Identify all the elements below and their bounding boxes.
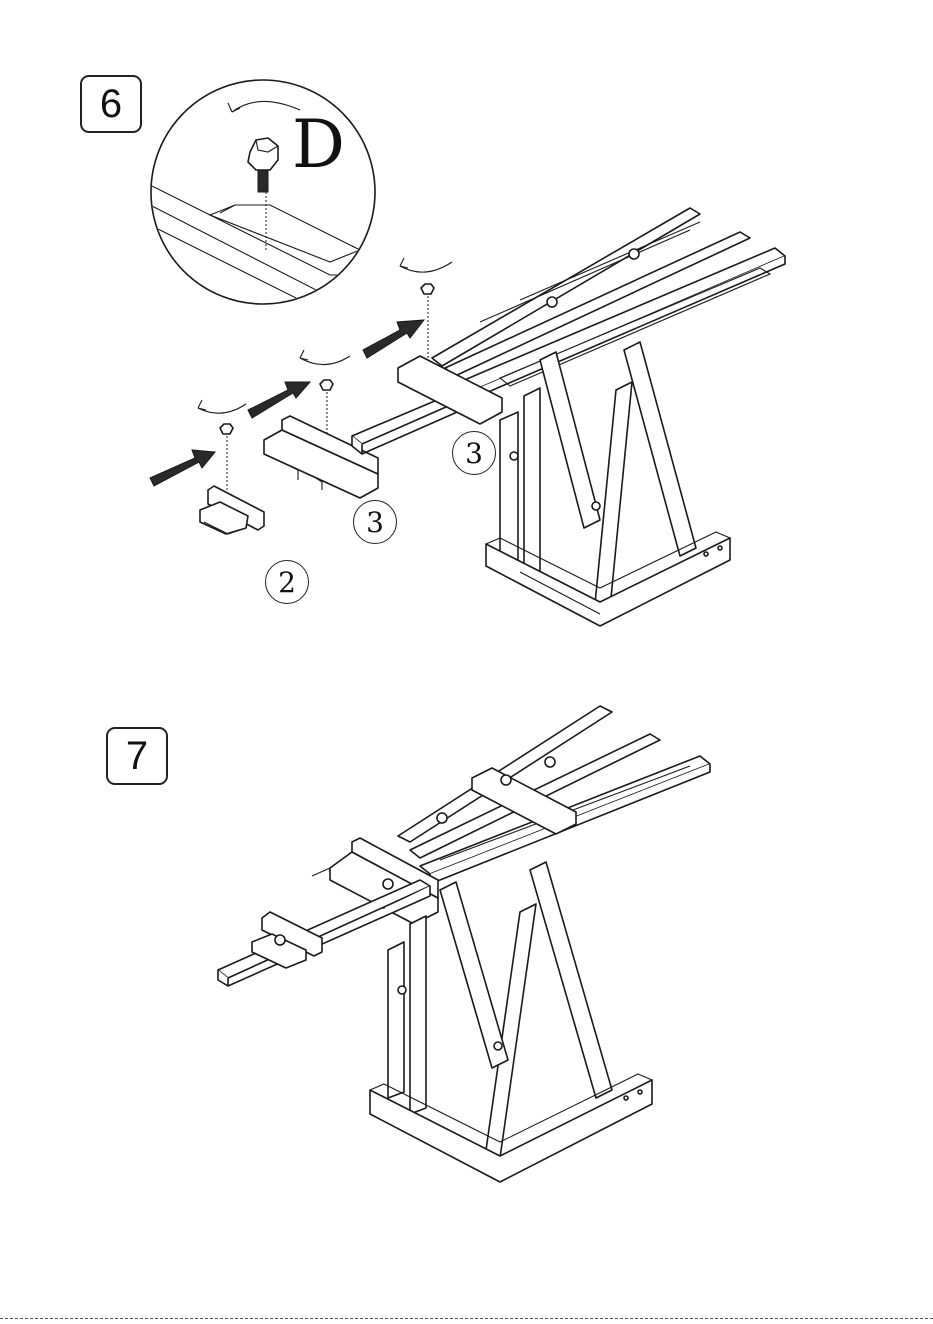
part-callout-rail-block: 3	[452, 431, 496, 475]
step-number-6: 6	[80, 75, 142, 133]
part-callout-tray: 3	[353, 500, 397, 544]
detail-part-letter: D	[292, 112, 345, 178]
easel-step6	[398, 208, 785, 626]
clamp-block	[200, 486, 264, 534]
part-callout-clamp: 2	[265, 560, 309, 604]
step-number-7: 7	[106, 727, 168, 785]
easel-step7	[218, 706, 710, 1182]
page-cut-line	[0, 1318, 933, 1319]
detail-magnifier	[150, 80, 400, 304]
tray-part	[264, 416, 378, 498]
